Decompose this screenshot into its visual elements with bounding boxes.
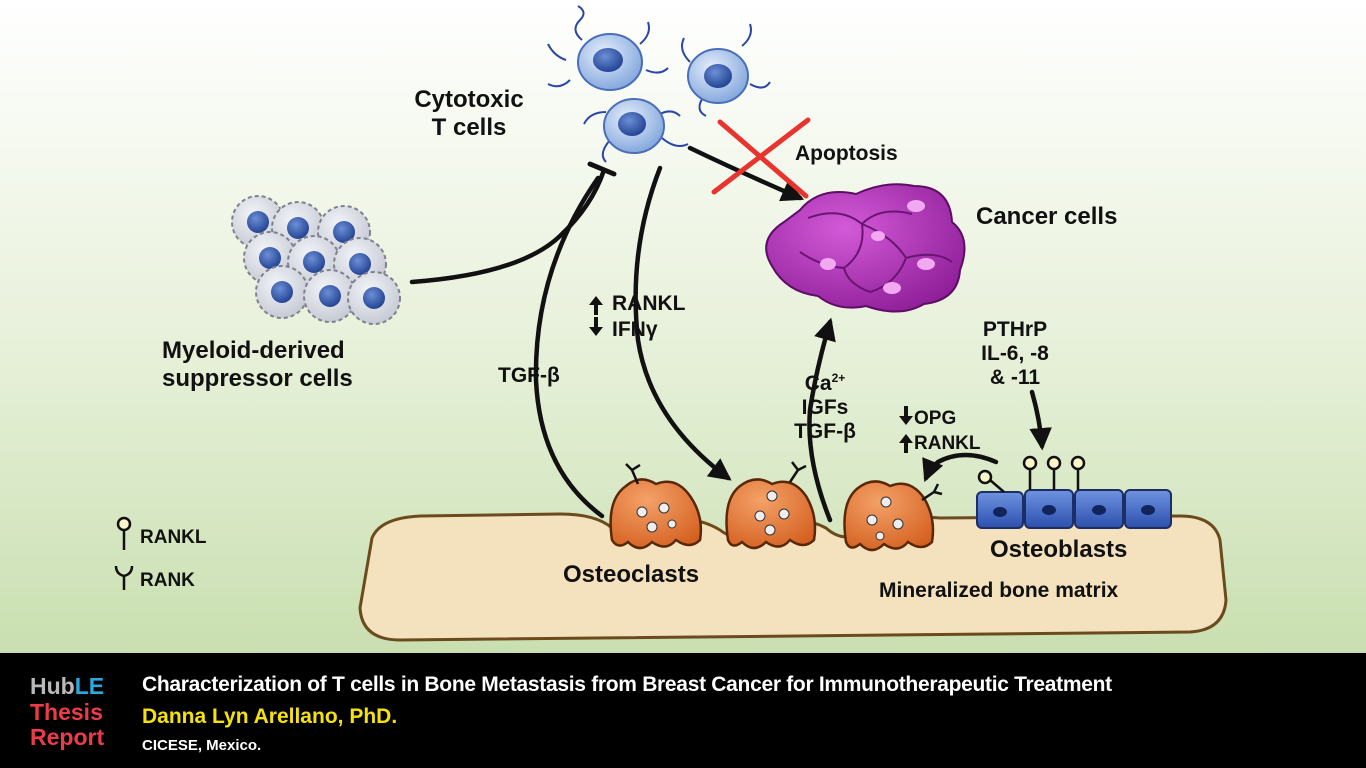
- rankl-up-2-label: RANKL: [914, 433, 981, 454]
- logo-le: LE: [74, 673, 105, 699]
- mdsc-cluster: [231, 195, 401, 325]
- pthrp-arrow: [1029, 389, 1052, 451]
- up-arrow-icon: [899, 434, 913, 453]
- mdsc-label: Myeloid-derived suppressor cells: [162, 337, 353, 392]
- logo-thesis: Thesis: [30, 699, 103, 725]
- t-cells-group: [547, 5, 771, 163]
- ifn-down-label: IFNγ: [612, 318, 658, 341]
- tcells-label: Cytotoxic T cells: [388, 86, 550, 141]
- hublethesis-logo: HubLE: [30, 675, 104, 698]
- osteoclast-cell: [843, 480, 943, 552]
- rank-legend-icon: [114, 565, 134, 590]
- up-arrow-icon: [589, 296, 603, 315]
- cancer-cells-cluster: [765, 183, 966, 313]
- osteoblasts-group: [976, 455, 1172, 529]
- il-label-1: IL-6, -8: [981, 342, 1049, 366]
- bone-matrix-label: Mineralized bone matrix: [879, 579, 1119, 602]
- tgfb-line: [533, 175, 605, 519]
- tcells-label-line1: Cytotoxic: [414, 86, 524, 113]
- opg-down-label: OPG: [914, 408, 957, 429]
- ca-base: Ca: [804, 372, 832, 395]
- bone-factors-label: Ca2+ IGFs TGF-β: [770, 371, 880, 444]
- mdsc-label-line2: suppressor cells: [162, 364, 353, 392]
- mdsc-inhibition-line: [409, 167, 607, 285]
- apoptosis-block-cross: [711, 117, 811, 199]
- osteoblast-to-osteoclast-arrow: [922, 452, 999, 483]
- affiliation: CICESE, Mexico.: [142, 737, 262, 754]
- pthrp-block-label: PTHrP IL-6, -8 & -11: [955, 318, 1075, 390]
- down-arrow-icon: [899, 406, 913, 425]
- osteoblasts-label: Osteoblasts: [990, 536, 1128, 563]
- diagram-graphics: [0, 0, 1366, 653]
- down-arrow-icon: [589, 317, 603, 336]
- t-cell: [577, 33, 643, 91]
- footer-bar: HubLE Thesis Report Characterization of …: [0, 653, 1366, 768]
- pathway-arrows: [409, 145, 1052, 523]
- logo-report: Report: [30, 724, 105, 750]
- t-cell: [603, 98, 665, 154]
- rankl-up-label: RANKL: [612, 292, 686, 315]
- ca-superscript: 2+: [831, 371, 846, 385]
- mdsc-cell: [347, 271, 401, 325]
- report-title: Characterization of T cells in Bone Meta…: [142, 673, 1112, 696]
- osteoclast-cell: [609, 463, 703, 550]
- legend-glyphs: [114, 516, 134, 590]
- diagram-canvas: Cytotoxic T cells Apoptosis Cancer cells…: [0, 0, 1366, 653]
- il-label-2: & -11: [989, 366, 1041, 390]
- mdsc-cell: [255, 265, 309, 319]
- osteoclast-cell: [725, 461, 817, 550]
- osteoclasts-group: [609, 461, 943, 552]
- logo-hub: Hub: [30, 673, 75, 699]
- legend-rank-label: RANK: [140, 570, 195, 591]
- inhibition-bar: [587, 161, 617, 177]
- t-cell-processes: [547, 5, 771, 163]
- cancer-cells-label: Cancer cells: [976, 203, 1118, 230]
- tgfb-mid-label: TGF-β: [794, 420, 856, 444]
- osteoclasts-label: Osteoclasts: [563, 561, 700, 588]
- tcells-label-line2: T cells: [431, 113, 507, 141]
- rankl-legend-icon: [116, 516, 132, 532]
- bone-to-cancer-arrow: [807, 317, 836, 523]
- rankl-ligands: [977, 455, 1086, 493]
- rankl-ifn-arrow: [633, 165, 732, 481]
- ca-label: Ca2+: [770, 371, 880, 396]
- legend-rankl-label: RANKL: [140, 527, 207, 548]
- apoptosis-label: Apoptosis: [795, 142, 898, 165]
- author-name: Danna Lyn Arellano, PhD.: [142, 705, 398, 728]
- regulation-arrows: [589, 296, 913, 453]
- t-cell: [687, 48, 749, 104]
- pthrp-label: PTHrP: [982, 318, 1048, 341]
- tgfb-left-label: TGF-β: [498, 364, 560, 387]
- mdsc-label-line1: Myeloid-derived: [162, 337, 345, 364]
- igfs-label: IGFs: [801, 396, 849, 420]
